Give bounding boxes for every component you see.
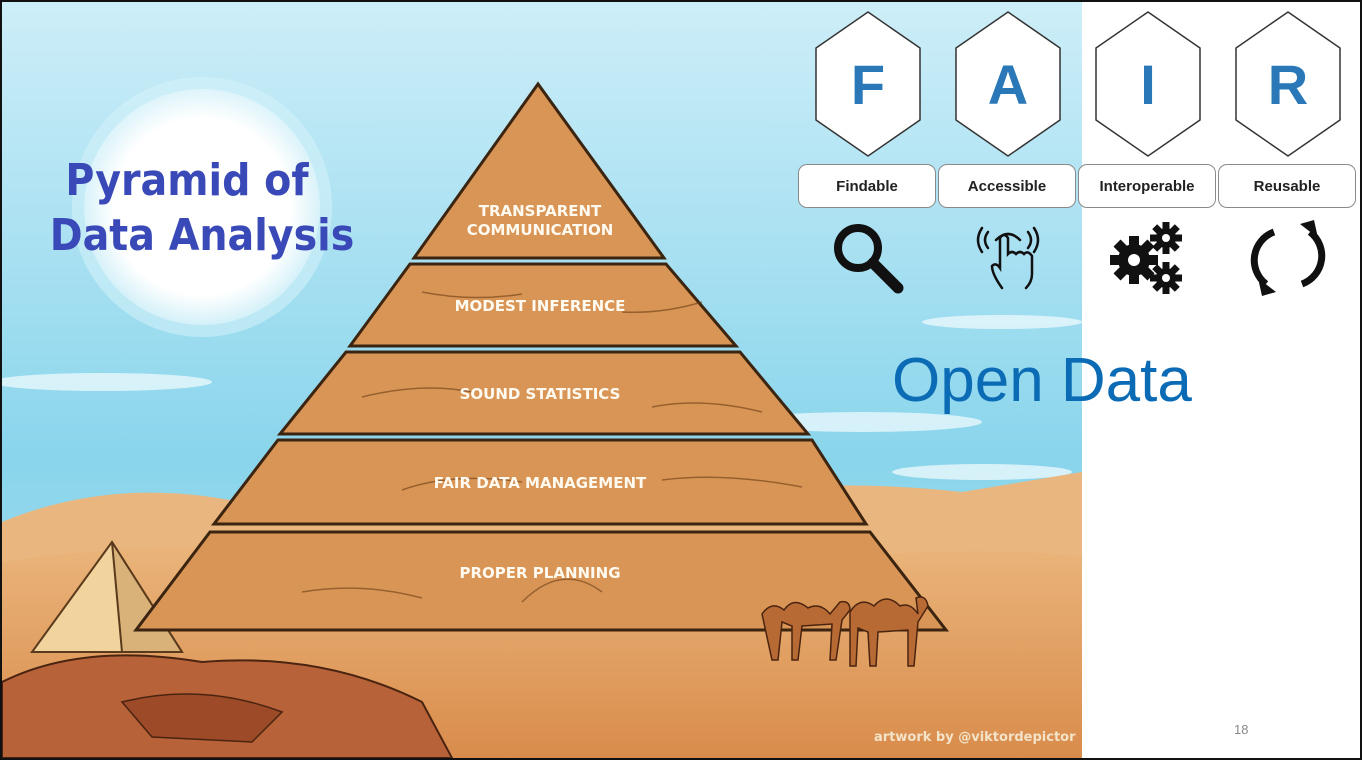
fair-label: Reusable [1218,164,1356,208]
tier-4-block [210,438,869,526]
hexagon-icon: I [1094,10,1202,158]
tier-5-label: PROPER PLANNING [459,564,620,582]
fair-label: Accessible [938,164,1076,208]
tier-2-label: MODEST INFERENCE [455,297,626,315]
hexagon-icon: F [814,10,922,158]
camels [761,596,929,667]
fair-letter: I [1140,52,1156,116]
pyramid-cracks [301,291,803,603]
fair-label: Findable [798,164,936,208]
tier-1-label-line-1: TRANSPARENT [479,202,602,220]
page-number: 18 [1234,722,1249,737]
tier-3-block [276,350,812,436]
gears-icon [1108,218,1188,298]
hexagon-icon: A [954,10,1062,158]
tier-1-label-line-2: COMMUNICATION [467,221,614,239]
fair-reusable: R Reusable [1218,10,1358,300]
fair-accessible: A Accessible [938,10,1078,300]
tier-1-block [411,81,667,260]
refresh-cycle-icon [1248,218,1328,298]
fair-letter: R [1267,52,1309,116]
tier-4-label: FAIR DATA MANAGEMENT [434,474,647,492]
hexagon-icon: R [1234,10,1342,158]
fair-label: Interoperable [1078,164,1216,208]
fair-letter: F [850,52,886,116]
main-pyramid [132,81,950,632]
headline-open-data: Open Data [892,346,1192,415]
title-line-1: Pyramid of [65,155,309,206]
title-circle [84,89,320,325]
magnifier-icon [828,218,908,298]
tier-2-block [347,262,740,348]
fair-letter: A [987,52,1029,116]
touch-hand-icon [968,218,1048,298]
tier-5-block [132,530,950,632]
rock-shadow [120,693,284,743]
tier-3-label: SOUND STATISTICS [460,385,621,403]
fair-findable: F Findable [798,10,938,300]
artwork-credit: artwork by @viktordepictor [874,730,1076,745]
title-line-2: Data Analysis [50,210,355,261]
fair-interoperable: I Interoperable [1078,10,1218,300]
